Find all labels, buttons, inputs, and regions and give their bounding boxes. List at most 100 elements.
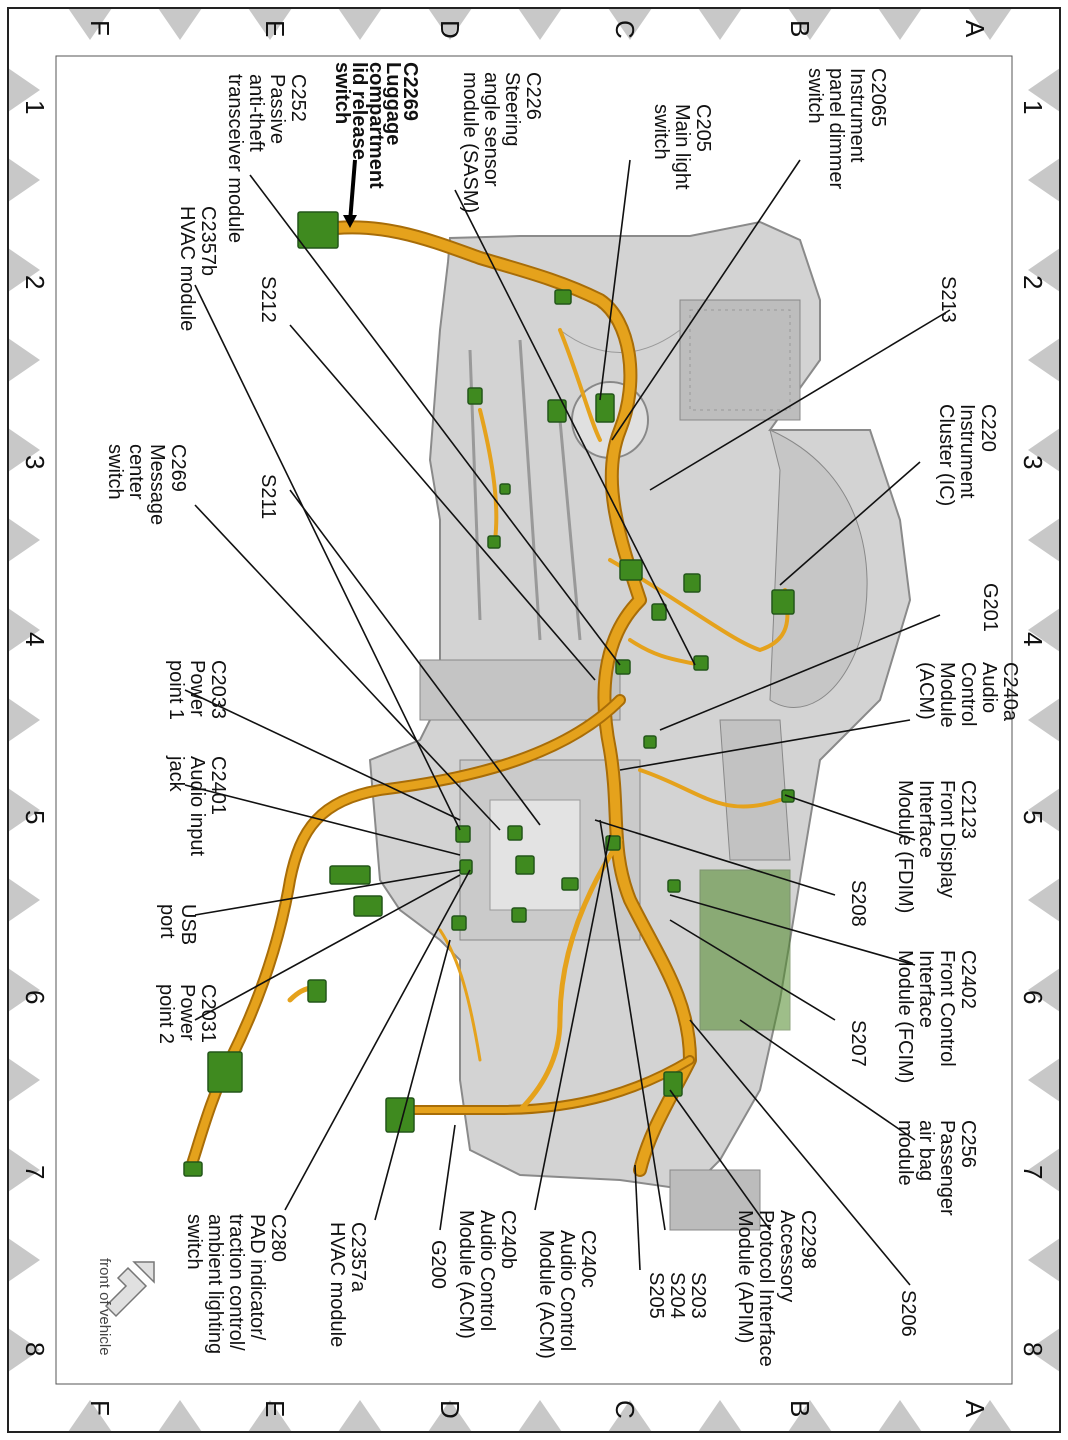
border-diamond-top <box>68 8 112 40</box>
label-c252: C252 Passive anti-theft transceiver modu… <box>224 74 309 243</box>
connector-plug <box>207 1051 243 1093</box>
border-diamond-left <box>8 608 40 652</box>
border-diamond-top <box>158 8 202 40</box>
border-diamond-right <box>1028 158 1060 202</box>
diamond-border <box>8 8 1060 1432</box>
label-g201: G201 <box>979 583 1001 632</box>
connector-plug <box>619 559 643 581</box>
border-diamond-right <box>1028 788 1060 832</box>
row-c-left: C <box>610 20 640 39</box>
border-diamond-top <box>428 8 472 40</box>
border-diamond-left <box>8 788 40 832</box>
label-c2123: C2123 Front Display Interface Module (FD… <box>894 780 979 914</box>
connector-plug <box>499 483 511 495</box>
row-c-right: C <box>610 1400 640 1419</box>
connector-plug <box>663 1071 683 1097</box>
border-diamond-top <box>968 8 1012 40</box>
col-3-bottom: 3 <box>20 455 50 470</box>
border-diamond-left <box>8 1238 40 1282</box>
label-s206: S206 <box>897 1290 919 1337</box>
border-diamond-top <box>518 8 562 40</box>
border-diamond-top <box>248 8 292 40</box>
connector-plug <box>667 879 681 893</box>
connector-plug <box>561 877 579 891</box>
label-c205: C205 Main light switch <box>650 104 714 190</box>
border-diamond-right <box>1028 878 1060 922</box>
border-diamond-right <box>1028 68 1060 112</box>
c2269-arrowhead <box>343 215 357 228</box>
border-diamond-left <box>8 1058 40 1102</box>
label-g200: G200 <box>427 1240 449 1289</box>
col-7-bottom: 7 <box>20 1165 50 1180</box>
row-a-right: A <box>960 1400 990 1418</box>
border-diamond-bottom <box>788 1400 832 1432</box>
border-diamond-right <box>1028 1238 1060 1282</box>
border-diamond-top <box>788 8 832 40</box>
connector-plug <box>554 289 572 305</box>
connector-plug <box>683 573 701 593</box>
label-c240a: C240a Audio Control Module (ACM) <box>915 662 1021 728</box>
row-e-right: E <box>260 1400 290 1418</box>
connector-plug <box>643 735 657 749</box>
connector-plug <box>353 895 383 917</box>
border-diamond-bottom <box>878 1400 922 1432</box>
border-diamond-top <box>698 8 742 40</box>
label-s207: S207 <box>847 1020 869 1067</box>
border-diamond-right <box>1028 1058 1060 1102</box>
border-diamond-top <box>608 8 652 40</box>
label-c2033: C2033 Power point 1 <box>165 660 229 721</box>
connector-plug <box>771 589 795 615</box>
front-arrow-icon <box>104 1261 155 1318</box>
border-diamond-right <box>1028 248 1060 292</box>
label-s213: S213 <box>937 276 959 323</box>
label-c2402: C2402 Front Control Interface Module (FC… <box>894 950 979 1084</box>
connector-plug <box>329 865 371 885</box>
label-c240c: C240c Audio Control Module (ACM) <box>535 1230 599 1359</box>
instrument-panel <box>368 220 912 1231</box>
border-diamond-left <box>8 698 40 742</box>
border-diamond-top <box>338 8 382 40</box>
front-of-vehicle-label: front of vehicle <box>96 1258 113 1356</box>
border-diamond-bottom <box>968 1400 1012 1432</box>
label-s203: S203 S204 S205 <box>645 1272 709 1319</box>
border-diamond-left <box>8 248 40 292</box>
border-diamond-left <box>8 428 40 472</box>
border-diamond-left <box>8 518 40 562</box>
label-c2065: C2065 Instrument panel dimmer switch <box>804 68 889 190</box>
label-c2357a: C2357a HVAC module <box>326 1222 369 1348</box>
border-diamond-bottom <box>158 1400 202 1432</box>
border-diamond-left <box>8 878 40 922</box>
connector-plug <box>467 387 483 405</box>
row-d-left: D <box>435 20 465 39</box>
col-4-top: 4 <box>1018 632 1048 647</box>
border-diamond-right <box>1028 968 1060 1012</box>
border-diamond-bottom <box>248 1400 292 1432</box>
border-diamond-left <box>8 158 40 202</box>
connectors <box>183 211 795 1177</box>
border-diamond-bottom <box>338 1400 382 1432</box>
label-c269: C269 Message center switch <box>104 444 189 526</box>
connector-plug <box>385 1097 415 1133</box>
col-3-top: 3 <box>1018 455 1048 470</box>
border-diamond-bottom <box>68 1400 112 1432</box>
label-c2401: C2401 Audio input jack <box>165 756 229 857</box>
row-e-left: E <box>260 20 290 38</box>
col-2-top: 2 <box>1018 275 1048 290</box>
border-diamond-left <box>8 968 40 1012</box>
border-diamond-right <box>1028 1328 1060 1372</box>
label-c280: C280 PAD indicator/ traction control/ am… <box>183 1214 289 1355</box>
border-diamond-top <box>878 8 922 40</box>
connector-plug <box>511 907 527 923</box>
col-5-top: 5 <box>1018 810 1048 825</box>
connector-plug <box>183 1161 203 1177</box>
label-usb: USB port <box>156 904 199 946</box>
border-diamond-right <box>1028 608 1060 652</box>
border-diamond-right <box>1028 338 1060 382</box>
col-1-top: 1 <box>1018 100 1048 115</box>
label-s211: S211 <box>257 474 279 520</box>
leader-lines <box>184 159 951 1286</box>
border-diamond-right <box>1028 698 1060 742</box>
